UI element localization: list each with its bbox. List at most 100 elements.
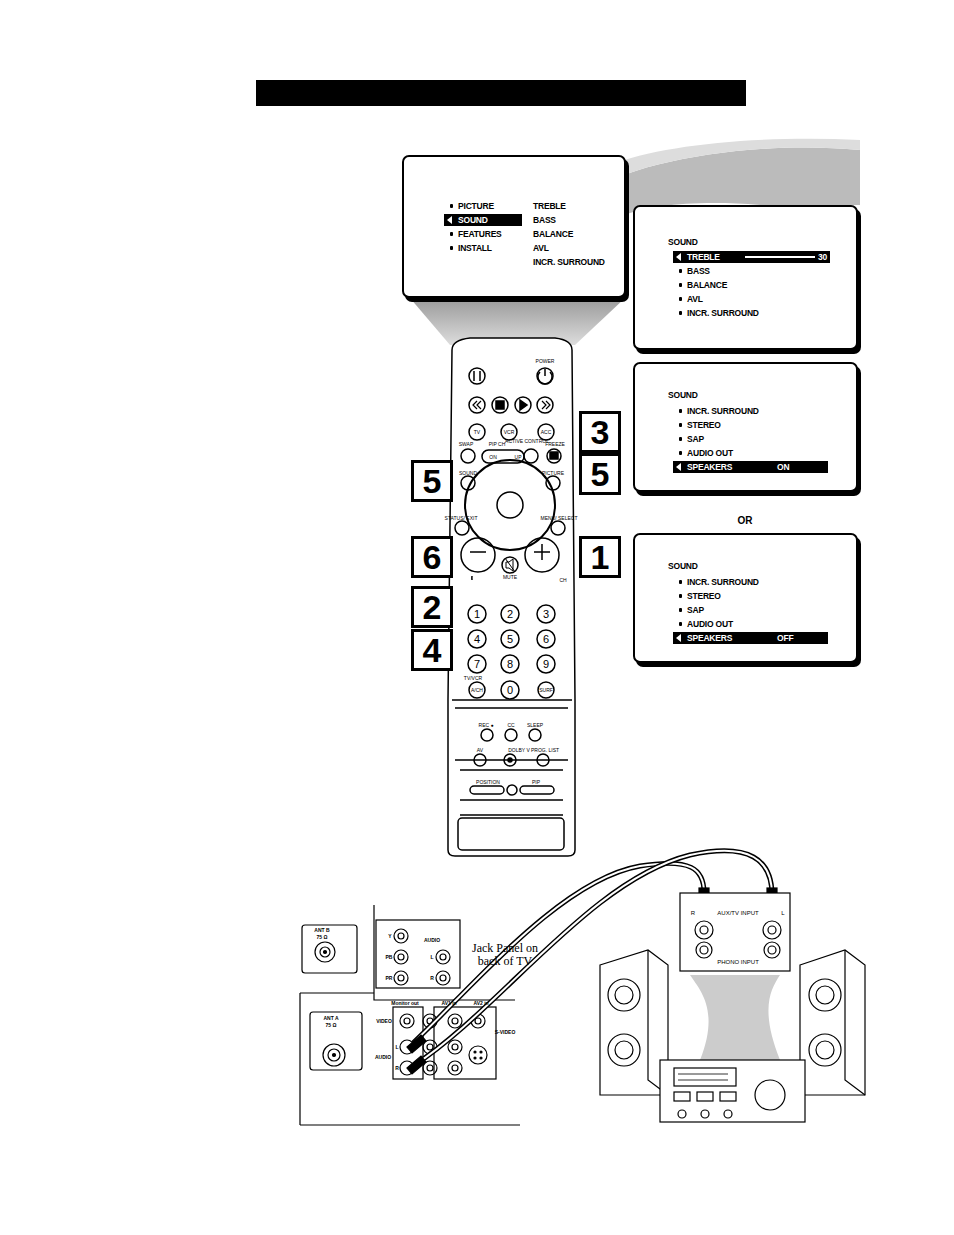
menu-item: PICTURE — [458, 201, 494, 211]
button-label: SWAP — [459, 441, 474, 447]
bullet — [679, 409, 682, 413]
jack-label: Y — [388, 933, 391, 939]
button-label: ON — [489, 454, 497, 460]
button-label: VCR — [504, 429, 515, 435]
button-label: CC — [507, 722, 514, 728]
menu-screen: PICTURESOUNDFEATURESINSTALLTREBLEBASSBAL… — [402, 155, 626, 298]
button-label: ACTIVE CONTROL — [505, 438, 549, 444]
button-label: 3 — [543, 608, 549, 620]
menu-item: FEATURES — [458, 229, 502, 239]
jack-label: R — [691, 910, 695, 916]
bullet — [679, 608, 682, 612]
menu-item: SOUND — [668, 390, 698, 400]
jack-label: S-VIDEO — [495, 1029, 516, 1035]
button-label: SOUND — [459, 470, 477, 476]
button-label: POSITION — [476, 779, 500, 785]
menu-item: AVL — [533, 243, 549, 253]
button-label: PICTURE — [542, 470, 564, 476]
menu-item: SOUND — [668, 561, 698, 571]
menu-item: STEREO — [687, 591, 721, 601]
bullet — [679, 311, 682, 315]
cursor-arrow — [676, 463, 681, 471]
menu-item: INCR. SURROUND — [687, 308, 759, 318]
jack-label: 75 Ω — [317, 934, 328, 940]
callout-number: 3 — [579, 411, 621, 453]
callout-number: 4 — [411, 629, 453, 671]
sound-screen: SOUNDINCR. SURROUNDSTEREOSAPAUDIO OUTSPE… — [633, 533, 858, 663]
jack-label: PHONO INPUT — [717, 959, 759, 965]
button-label: POWER — [536, 358, 555, 364]
menu-item: ON — [777, 462, 789, 472]
menu-item: INCR. SURROUND — [687, 406, 759, 416]
button-label: 5 — [507, 633, 513, 645]
button-label: ACC — [541, 429, 552, 435]
button-label: SURF — [539, 687, 553, 693]
menu-item: INSTALL — [458, 243, 492, 253]
button-label: 6 — [543, 633, 549, 645]
callout-number: 1 — [579, 536, 621, 578]
button-label: A/CH — [471, 687, 483, 693]
jack-label: AV2 in — [473, 1000, 488, 1006]
button-label: 1 — [474, 608, 480, 620]
callout-number: 5 — [411, 460, 453, 502]
cursor-arrow — [446, 215, 454, 225]
button-label: TV/VCR — [464, 675, 482, 681]
button-label: 2 — [507, 608, 513, 620]
menu-item: SPEAKERS — [687, 462, 732, 472]
bullet — [679, 594, 682, 598]
menu-item: TREBLE — [533, 201, 566, 211]
jack-label: PB — [386, 954, 393, 960]
menu-item: 30 — [818, 252, 827, 262]
menu-item: BALANCE — [687, 280, 727, 290]
title-bar — [256, 80, 746, 106]
jack-label: AUX/TV INPUT — [717, 910, 758, 916]
button-label: TV — [474, 429, 480, 435]
button-label: DOLBY V — [508, 747, 530, 753]
swoosh — [585, 139, 860, 195]
button-label: UP — [515, 454, 522, 460]
bullet — [679, 297, 682, 301]
menu-item: INCR. SURROUND — [687, 577, 759, 587]
remote-control — [448, 338, 575, 856]
button-label: PROG. LIST — [531, 747, 559, 753]
jack-label: 75 Ω — [326, 1022, 337, 1028]
button-label: 8 — [507, 658, 513, 670]
menu-item: AVL — [687, 294, 703, 304]
button-label: 0 — [507, 684, 513, 696]
cursor-arrow — [675, 633, 683, 643]
menu-item: SPEAKERS — [687, 633, 732, 643]
jack-label: AUDIO — [424, 937, 440, 943]
bullet — [679, 622, 682, 626]
menu-item: SOUND — [668, 237, 698, 247]
button-label: FREEZE — [545, 441, 565, 447]
bullet — [679, 580, 682, 584]
jack-label: L — [395, 1044, 398, 1050]
menu-item: STEREO — [687, 420, 721, 430]
slider — [745, 256, 815, 258]
menu-item: TREBLE — [687, 252, 720, 262]
jack-label: Monitor out — [391, 1000, 419, 1006]
button-label: SLEEP — [527, 722, 543, 728]
callout-number: 5 — [579, 453, 621, 495]
connection-illustration — [300, 851, 865, 1125]
menu-item: SAP — [687, 434, 704, 444]
button-label: MENU/ SELECT — [541, 515, 578, 521]
jack-label: R — [395, 1065, 399, 1071]
bullet — [450, 232, 453, 236]
button-label: CH — [559, 577, 566, 583]
button-label: MUTE — [503, 574, 517, 580]
jack-label: ANT A — [323, 1015, 338, 1021]
cursor-arrow — [676, 634, 681, 642]
callout-number: 6 — [411, 536, 453, 578]
menu-item: BASS — [687, 266, 710, 276]
bullet — [679, 283, 682, 287]
bullet — [679, 451, 682, 455]
jack-label: ANT B — [314, 927, 329, 933]
button-label: AV — [477, 747, 483, 753]
menu-item: AUDIO OUT — [687, 619, 733, 629]
cursor-arrow — [675, 252, 683, 262]
jack-label: R — [430, 975, 434, 981]
jack-label: L — [781, 910, 784, 916]
cursor-arrow — [676, 253, 681, 261]
bullet — [450, 204, 453, 208]
